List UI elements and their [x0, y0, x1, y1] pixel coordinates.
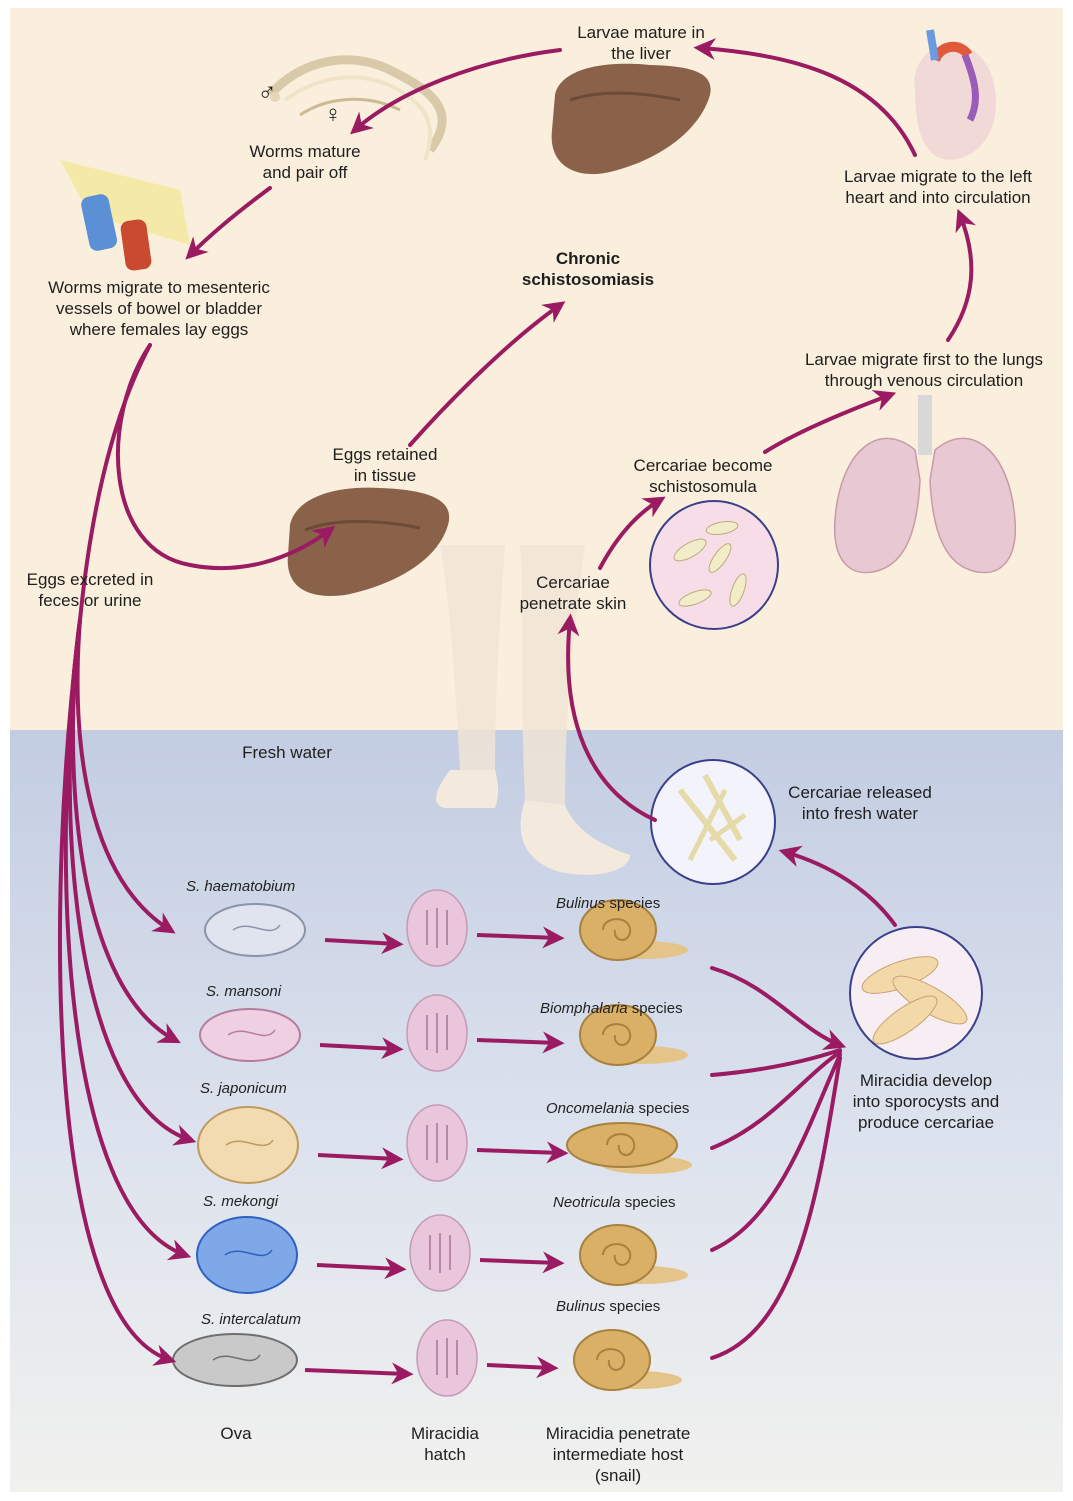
label-cercariae-released: Cercariae released into fresh water: [770, 782, 950, 824]
species-name-label: S. japonicum: [200, 1080, 287, 1097]
snail-species-label: Bulinus species: [556, 1298, 660, 1315]
label-cercariae-penetrate: Cercariae penetrate skin: [498, 572, 648, 614]
cercariae-magnified-circle: [651, 760, 775, 884]
snail-species-label: Oncomelania species: [546, 1100, 689, 1117]
female-symbol: ♀: [318, 104, 348, 125]
species-name-label: S. mekongi: [203, 1193, 278, 1210]
label-miracidia-hatch: Miracidia hatch: [390, 1423, 500, 1465]
label-eggs-retained: Eggs retained in tissue: [310, 444, 460, 486]
label-cercariae-become: Cercariae become schistosomula: [608, 455, 798, 497]
label-miracidia-penetrate: Miracidia penetrate intermediate host (s…: [520, 1423, 716, 1486]
species-row: [197, 1215, 688, 1293]
egg-ova: [198, 1107, 298, 1183]
label-eggs-excreted: Eggs excreted in feces or urine: [10, 569, 170, 611]
label-larvae-left-heart: Larvae migrate to the left heart and int…: [808, 166, 1068, 208]
egg-ova: [173, 1334, 297, 1386]
species-name-label: S. mansoni: [206, 983, 281, 1000]
egg-ova: [200, 1009, 300, 1061]
snail-shell: [567, 1123, 677, 1167]
label-miracidia-develop: Miracidia develop into sporocysts and pr…: [826, 1070, 1026, 1133]
label-worms-migrate: Worms migrate to mesenteric vessels of b…: [16, 277, 302, 340]
schistosomula-magnified-circle: [650, 501, 778, 629]
species-name-label: S. haematobium: [186, 878, 295, 895]
egg-ova: [197, 1217, 297, 1293]
male-symbol: ♂: [252, 82, 282, 103]
egg-ova: [205, 904, 305, 956]
snail-species-label: Bulinus species: [556, 895, 660, 912]
label-chronic-schistosomiasis: Chronic schistosomiasis: [498, 248, 678, 290]
label-larvae-lungs: Larvae migrate first to the lungs throug…: [778, 349, 1070, 391]
snail-species-label: Biomphalaria species: [540, 1000, 683, 1017]
snail-shell: [580, 1225, 656, 1285]
label-fresh-water: Fresh water: [222, 742, 352, 763]
label-worms-mature: Worms mature and pair off: [220, 141, 390, 183]
snail-shell: [574, 1330, 650, 1390]
label-ova: Ova: [196, 1423, 276, 1444]
snail-species-label: Neotricula species: [553, 1194, 676, 1211]
sporocyst-magnified-circle: [850, 927, 982, 1059]
label-larvae-mature-liver: Larvae mature in the liver: [548, 22, 734, 64]
species-name-label: S. intercalatum: [201, 1311, 301, 1328]
